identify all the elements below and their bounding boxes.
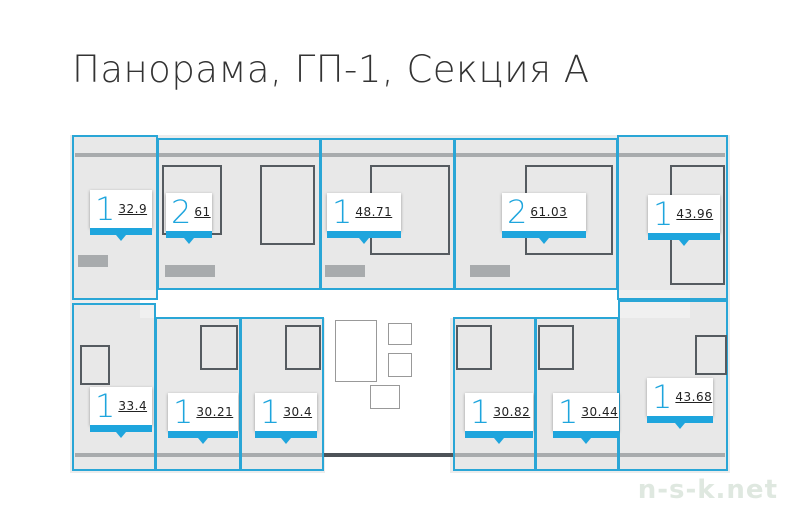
bathroom xyxy=(456,325,492,370)
room-count: 1 xyxy=(652,378,673,416)
pointer-icon xyxy=(494,438,504,444)
room-count: 1 xyxy=(260,393,281,431)
pointer-icon xyxy=(675,423,685,429)
unit-area: 48.71 xyxy=(355,205,393,219)
pointer-icon xyxy=(539,238,549,244)
bathroom xyxy=(285,325,321,370)
bathroom xyxy=(695,335,727,375)
wall xyxy=(75,453,725,457)
elevator xyxy=(370,385,400,409)
elevator xyxy=(388,353,412,377)
unit-area: 61.03 xyxy=(530,205,568,219)
apartment-unit[interactable] xyxy=(454,138,618,290)
unit-area: 30.21 xyxy=(196,405,234,419)
room-count: 2 xyxy=(507,193,528,231)
unit-area: 61 xyxy=(194,205,211,219)
room-count: 1 xyxy=(332,193,353,231)
unit-area: 32.9 xyxy=(118,202,148,216)
room-count: 1 xyxy=(95,190,116,228)
pointer-icon xyxy=(184,238,194,244)
pointer-icon xyxy=(198,438,208,444)
room-count: 1 xyxy=(558,393,579,431)
page-title: Панорама, ГП-1, Секция А xyxy=(72,48,590,91)
pointer-icon xyxy=(281,438,291,444)
pointer-icon xyxy=(679,240,689,246)
stairs xyxy=(335,320,377,382)
unit-area: 33.4 xyxy=(118,399,148,413)
unit-area: 30.44 xyxy=(581,405,619,419)
room-count: 1 xyxy=(470,393,491,431)
unit-area: 30.4 xyxy=(283,405,313,419)
pointer-icon xyxy=(359,238,369,244)
room-count: 1 xyxy=(653,195,674,233)
pointer-icon xyxy=(581,438,591,444)
pointer-icon xyxy=(116,235,126,241)
room-count: 1 xyxy=(173,393,194,431)
bathroom xyxy=(538,325,574,370)
unit-area: 43.96 xyxy=(676,207,714,221)
watermark: n-s-k.net xyxy=(637,475,778,505)
room-count: 2 xyxy=(171,193,192,231)
corridor xyxy=(140,290,690,318)
pointer-icon xyxy=(116,432,126,438)
room xyxy=(260,165,315,245)
unit-area: 43.68 xyxy=(675,390,713,404)
bathroom xyxy=(80,345,110,385)
unit-area: 30.82 xyxy=(493,405,531,419)
room-count: 1 xyxy=(95,387,116,425)
bathroom xyxy=(200,325,238,370)
elevator xyxy=(388,323,412,345)
